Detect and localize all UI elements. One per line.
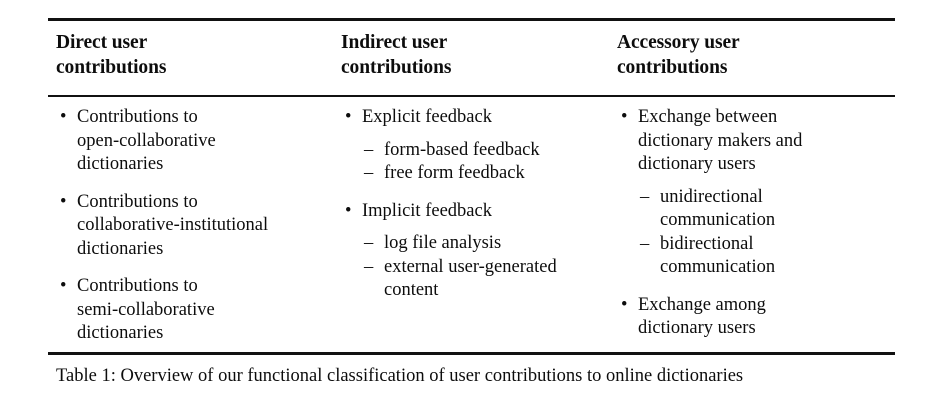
table-caption: Table 1: Overview of our functional clas… [56, 366, 744, 386]
bullet-icon: • [345, 200, 352, 221]
bullet-row: • Contributions to collaborative-institu… [56, 191, 326, 262]
sub-list: – unidirectional communication – bidirec… [617, 186, 897, 280]
sub-list-item: – unidirectional communication [617, 186, 897, 233]
bullet-icon: • [60, 107, 67, 127]
dash-icon: – [640, 186, 650, 207]
bullet-label: Explicit feedback [362, 107, 492, 127]
sub-list-item: – form-based feedback [341, 139, 609, 163]
column-header: Accessory user contributions [617, 32, 740, 78]
column-body: • Contributions to open-collaborative di… [56, 106, 326, 346]
table-top-rule [48, 18, 895, 21]
sub-list-label: unidirectional communication [660, 186, 776, 231]
bullet-label: Implicit feedback [362, 200, 492, 221]
table-bottom-rule [48, 352, 895, 355]
sub-list-label: log file analysis [384, 233, 502, 253]
bullet-row: • Contributions to open-collaborative di… [56, 106, 326, 177]
bullet-row: • Exchange between dictionary makers and… [617, 106, 897, 177]
sub-list-label: external user-generated content [384, 256, 557, 301]
sub-list-item: – bidirectional communication [617, 233, 897, 280]
sub-list-item: – log file analysis [341, 232, 609, 256]
list-item: • Contributions to collaborative-institu… [56, 191, 326, 262]
dash-icon: – [364, 233, 374, 253]
bullet-label: Contributions to collaborative-instituti… [77, 191, 269, 259]
sub-list-label: bidirectional communication [660, 233, 776, 278]
bullet-label: Contributions to open-collaborative dict… [77, 107, 216, 174]
list-item: • Exchange among dictionary users [617, 294, 897, 341]
sub-list: – log file analysis – external user-gene… [341, 232, 609, 303]
bullet-row: • Exchange among dictionary users [617, 294, 897, 341]
bullet-label: Exchange among dictionary users [638, 294, 766, 339]
bullet-label: Contributions to semi-collaborative dict… [77, 276, 215, 343]
dash-icon: – [364, 256, 374, 277]
sub-list: – form-based feedback – free form feedba… [341, 139, 609, 186]
sub-list-label: free form feedback [384, 163, 525, 183]
table-header-rule [48, 95, 895, 97]
sub-list-label: form-based feedback [384, 139, 540, 160]
bullet-icon: • [60, 191, 67, 212]
bullet-icon: • [60, 276, 67, 296]
dash-icon: – [364, 163, 374, 183]
sub-list-item: – free form feedback [341, 162, 609, 186]
list-item: • Exchange between dictionary makers and… [617, 106, 897, 280]
column-body: • Exchange between dictionary makers and… [617, 106, 897, 341]
dash-icon: – [640, 233, 650, 254]
sub-list-item: – external user-generated content [341, 256, 609, 303]
list-item: • Explicit feedback – form-based feedbac… [341, 106, 609, 186]
table-columns: Direct user contributions • Contribution… [56, 32, 897, 346]
column-body: • Explicit feedback – form-based feedbac… [341, 106, 609, 303]
bullet-row: • Contributions to semi-collaborative di… [56, 275, 326, 346]
bullet-label: Exchange between dictionary makers and d… [638, 107, 803, 174]
dash-icon: – [364, 139, 374, 160]
column-header: Indirect user contributions [341, 32, 452, 78]
list-item: • Contributions to open-collaborative di… [56, 106, 326, 177]
list-item: • Contributions to semi-collaborative di… [56, 275, 326, 346]
list-item: • Implicit feedback – log file analysis … [341, 200, 609, 303]
bullet-row: • Implicit feedback [341, 200, 609, 224]
column-header: Direct user contributions [56, 32, 167, 78]
bullet-icon: • [621, 294, 628, 315]
bullet-row: • Explicit feedback [341, 106, 609, 130]
bullet-icon: • [345, 107, 352, 127]
bullet-icon: • [621, 107, 628, 127]
